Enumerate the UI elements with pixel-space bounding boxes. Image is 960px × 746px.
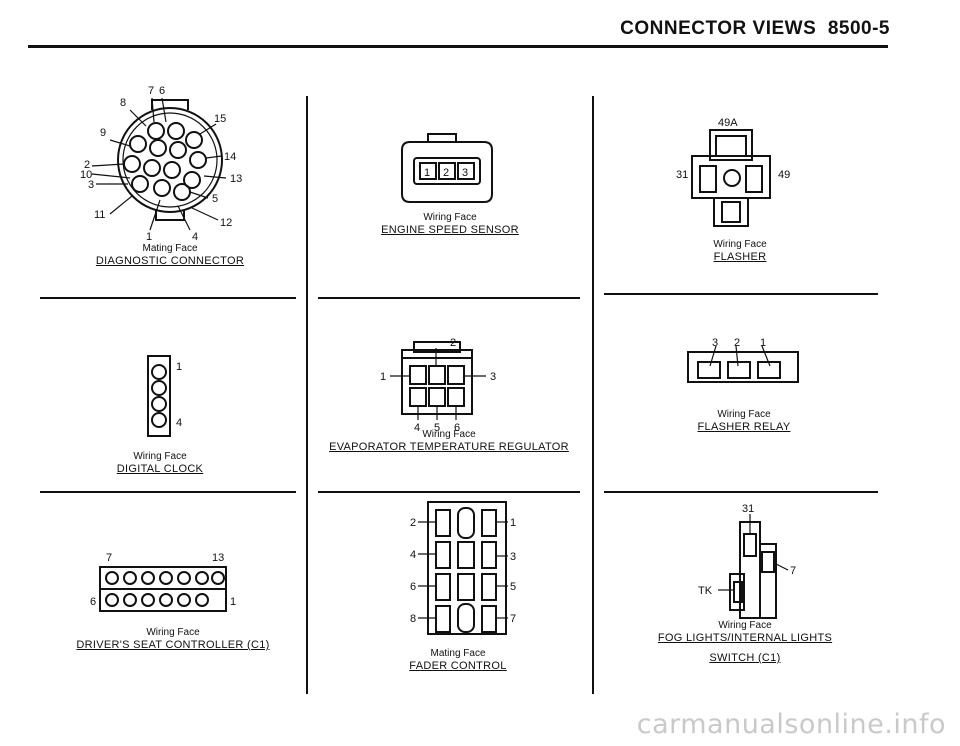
seat-face: Wiring Face — [146, 627, 200, 638]
row-divider-1-col3 — [604, 293, 878, 295]
speed-pin-3: 3 — [462, 167, 468, 179]
fader-pin-4: 4 — [410, 549, 416, 561]
header-rule — [28, 45, 888, 48]
speed-pin-1: 1 — [424, 167, 430, 179]
speed-caption: Wiring Face ENGINE SPEED SENSOR — [360, 212, 540, 236]
seat-pin-1: 1 — [230, 596, 236, 608]
fog-pin-tk: TK — [698, 585, 713, 597]
fog-title: FOG LIGHTS/INTERNAL LIGHTS — [657, 632, 833, 644]
clock-face: Wiring Face — [133, 451, 187, 462]
diag-pin-12: 12 — [220, 217, 232, 229]
clock-title: DIGITAL CLOCK — [116, 463, 204, 475]
fader-pin-2: 2 — [410, 517, 416, 529]
diag-pin-13: 13 — [230, 173, 242, 185]
relay-title: FLASHER RELAY — [697, 421, 791, 433]
relay-pin-1: 1 — [760, 337, 766, 349]
speed-pin-2: 2 — [443, 167, 449, 179]
fader-pin-5: 5 — [510, 581, 516, 593]
seat-pin-6: 6 — [90, 596, 96, 608]
seat-title: DRIVER'S SEAT CONTROLLER (C1) — [76, 639, 270, 651]
evap-pin-3: 3 — [490, 371, 496, 383]
clock-pin-1: 1 — [176, 361, 182, 373]
flasher-caption: Wiring Face FLASHER — [660, 239, 820, 263]
flasher-relay-diagram: 3 2 1 — [687, 337, 799, 383]
row-divider-2-col2 — [318, 491, 580, 493]
evap-pin-1: 1 — [380, 371, 386, 383]
evap-face: Wiring Face — [422, 429, 476, 440]
column-divider-left — [306, 96, 308, 694]
diagnostic-caption: Mating Face DIAGNOSTIC CONNECTOR — [60, 243, 280, 267]
fog-caption: Wiring Face FOG LIGHTS/INTERNAL LIGHTS S… — [630, 620, 860, 664]
fog-pin-31: 31 — [742, 503, 754, 515]
engine-speed-sensor-diagram: 1 2 3 — [401, 133, 493, 203]
row-divider-1-col2 — [318, 297, 580, 299]
evap-pin-5: 5 — [434, 422, 440, 434]
flasher-face: Wiring Face — [713, 239, 767, 250]
seat-caption: Wiring Face DRIVER'S SEAT CONTROLLER (C1… — [60, 627, 286, 651]
fader-caption: Mating Face FADER CONTROL — [378, 648, 538, 672]
evap-title: EVAPORATOR TEMPERATURE REGULATOR — [329, 441, 569, 453]
diag-pin-1: 1 — [146, 231, 152, 243]
diag-pin-5: 5 — [212, 193, 218, 205]
fader-pin-8: 8 — [410, 613, 416, 625]
diagnostic-connector-diagram: 7 6 8 15 9 14 2 10 13 3 5 11 12 1 4 — [80, 85, 242, 243]
evap-pin-6: 6 — [454, 422, 460, 434]
diag-pin-4: 4 — [192, 231, 198, 243]
row-divider-2-col1 — [40, 491, 296, 493]
diag-pin-2: 2 — [84, 159, 90, 171]
diagnostic-face: Mating Face — [142, 243, 198, 254]
relay-face: Wiring Face — [717, 409, 771, 420]
seat-controller-diagram: 7 13 6 1 — [90, 552, 236, 612]
evaporator-regulator-diagram: 2 1 3 4 5 6 — [380, 337, 496, 434]
diag-pin-15: 15 — [214, 113, 226, 125]
evap-pin-4: 4 — [414, 422, 420, 434]
diag-pin-14: 14 — [224, 151, 236, 163]
diagnostic-title: DIAGNOSTIC CONNECTOR — [95, 255, 245, 267]
fog-subtitle: SWITCH (C1) — [709, 652, 781, 664]
diag-pin-10: 10 — [80, 169, 92, 181]
row-divider-1-col1 — [40, 297, 296, 299]
diag-pin-3: 3 — [88, 179, 94, 191]
fader-pin-7: 7 — [510, 613, 516, 625]
header-title: CONNECTOR VIEWS — [620, 18, 817, 39]
evap-pin-2: 2 — [450, 337, 456, 349]
relay-pin-2: 2 — [734, 337, 740, 349]
flasher-pin-49a: 49A — [718, 117, 738, 129]
fog-face: Wiring Face — [718, 620, 772, 631]
fader-pin-1: 1 — [510, 517, 516, 529]
speed-title: ENGINE SPEED SENSOR — [381, 224, 519, 236]
row-divider-2-col3 — [604, 491, 878, 493]
clock-caption: Wiring Face DIGITAL CLOCK — [80, 451, 240, 475]
speed-face: Wiring Face — [423, 212, 477, 223]
flasher-pin-49: 49 — [778, 169, 790, 181]
diag-pin-9: 9 — [100, 127, 106, 139]
fader-face: Mating Face — [430, 648, 486, 659]
fog-lights-switch-diagram: 31 7 TK — [698, 503, 796, 619]
evap-caption: Wiring Face EVAPORATOR TEMPERATURE REGUL… — [318, 429, 580, 453]
page-header: CONNECTOR VIEWS 8500-5 — [620, 18, 890, 40]
clock-pin-4: 4 — [176, 417, 182, 429]
seat-pin-7: 7 — [106, 552, 112, 564]
flasher-diagram: 49A 31 49 — [676, 117, 790, 227]
fader-pin-3: 3 — [510, 551, 516, 563]
fader-title: FADER CONTROL — [409, 660, 507, 672]
column-divider-right — [592, 96, 594, 694]
flasher-title: FLASHER — [713, 251, 767, 263]
flasher-pin-31: 31 — [676, 169, 688, 181]
diag-pin-8: 8 — [120, 97, 126, 109]
diag-pin-6: 6 — [159, 85, 165, 97]
watermark: carmanualsonline.info — [636, 709, 946, 740]
fader-pin-6: 6 — [410, 581, 416, 593]
relay-caption: Wiring Face FLASHER RELAY — [664, 409, 824, 433]
seat-pin-13: 13 — [212, 552, 224, 564]
fog-pin-7: 7 — [790, 565, 796, 577]
diag-pin-11: 11 — [94, 209, 105, 221]
relay-pin-3: 3 — [712, 337, 718, 349]
digital-clock-diagram: 1 4 — [147, 355, 182, 437]
fader-control-diagram: 2 1 4 3 6 5 8 7 — [410, 501, 516, 635]
header-page-number: 8500-5 — [827, 18, 890, 39]
diag-pin-7: 7 — [148, 85, 154, 97]
